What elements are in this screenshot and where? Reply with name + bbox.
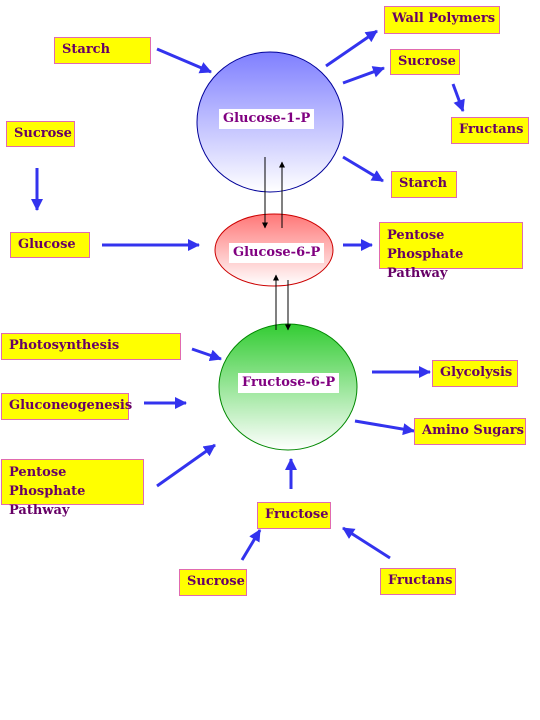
- label-gluconeogenesis: Gluconeogenesis: [1, 393, 132, 420]
- label-glycolysis: Glycolysis: [432, 360, 518, 387]
- arrow-sucrose-to-fructans: [451, 83, 465, 112]
- glucose-6-p-label: Glucose-6-P: [229, 243, 325, 263]
- arrow-sucrose-to-fructose: [240, 529, 262, 561]
- arrow-to-wall-polymers: [325, 29, 378, 68]
- arrow-to-amino-sugars: [354, 419, 415, 436]
- label-pentose-right: Pentose Phosphate Pathway: [379, 222, 523, 281]
- arrow-pentose-left-to-fructose-6-p: [156, 443, 216, 488]
- arrow-to-sucrose-right: [342, 66, 385, 85]
- label-starch-in: Starch: [54, 37, 151, 64]
- label-sucrose-right: Sucrose: [390, 49, 460, 75]
- arrow-photosynthesis-to-fructose-6-p: [191, 347, 222, 362]
- glucose-1-p-label: Glucose-1-P: [219, 109, 315, 129]
- label-wall-polymers: Wall Polymers: [384, 6, 500, 34]
- label-fructans-bottom: Fructans: [380, 568, 456, 595]
- label-pentose-left: Pentose Phosphate Pathway: [1, 459, 144, 518]
- label-glucose: Glucose: [10, 232, 90, 258]
- arrow-starch-to-glucose-1-p: [156, 47, 212, 74]
- fructose-6-p-label: Fructose-6-P: [238, 373, 340, 393]
- label-fructans-top: Fructans: [451, 117, 529, 144]
- arrow-to-starch-out: [342, 155, 384, 183]
- label-starch-out: Starch: [391, 171, 457, 198]
- arrow-fructans-to-fructose: [342, 526, 391, 560]
- label-fructose: Fructose: [257, 502, 331, 529]
- label-sucrose-left: Sucrose: [6, 121, 75, 147]
- label-photosynthesis: Photosynthesis: [1, 333, 181, 360]
- label-amino-sugars: Amino Sugars: [414, 418, 526, 445]
- label-sucrose-bottom: Sucrose: [179, 569, 247, 596]
